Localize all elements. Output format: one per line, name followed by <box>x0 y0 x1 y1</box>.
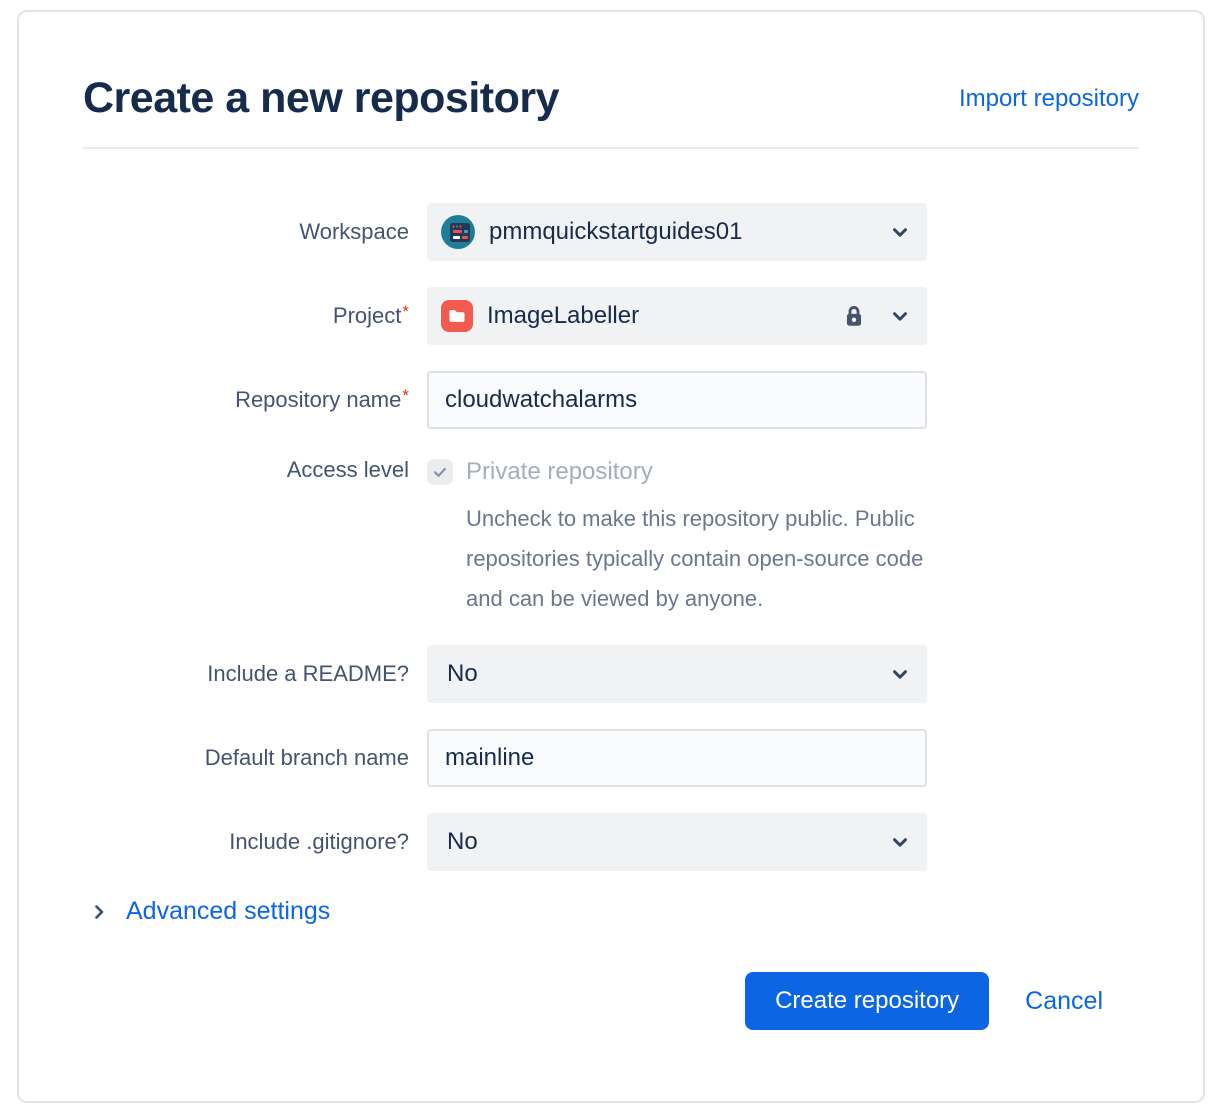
include-readme-row: Include a README? No <box>83 645 1139 703</box>
required-marker: * <box>402 302 409 321</box>
access-level-label: Access level <box>286 457 409 482</box>
advanced-settings-toggle[interactable]: Advanced settings <box>89 897 330 926</box>
workspace-avatar <box>441 215 475 249</box>
page-title: Create a new repository <box>83 74 560 122</box>
chevron-down-icon <box>889 221 911 243</box>
include-gitignore-row: Include .gitignore? No <box>83 813 1139 871</box>
project-row: Project* ImageLabeller <box>83 287 1139 345</box>
chevron-down-icon <box>889 305 911 327</box>
access-level-field: Private repository Uncheck to make this … <box>427 455 927 619</box>
import-repository-link[interactable]: Import repository <box>958 84 1139 112</box>
workspace-select[interactable]: pmmquickstartguides01 <box>427 203 927 261</box>
repository-name-label: Repository name* <box>235 386 409 412</box>
header-divider <box>83 147 1139 149</box>
workspace-row: Workspace pmmquickstartguides01 <box>83 203 1139 261</box>
default-branch-input[interactable] <box>427 729 927 787</box>
include-gitignore-label: Include .gitignore? <box>229 829 409 854</box>
repository-name-input[interactable] <box>427 371 927 429</box>
include-readme-value: No <box>447 660 478 687</box>
private-repository-label: Private repository <box>466 458 653 485</box>
check-icon <box>434 467 446 477</box>
project-label: Project* <box>332 302 409 328</box>
project-value: ImageLabeller <box>487 302 640 329</box>
private-repository-checkbox-line: Private repository <box>427 457 927 487</box>
private-repository-checkbox[interactable] <box>427 459 453 485</box>
chevron-right-icon <box>89 902 109 922</box>
access-level-help-text: Uncheck to make this repository public. … <box>466 506 924 611</box>
workspace-label: Workspace <box>299 219 409 244</box>
default-branch-row: Default branch name <box>83 729 1139 787</box>
include-gitignore-select[interactable]: No <box>427 813 927 871</box>
create-repository-button[interactable]: Create repository <box>745 972 990 1030</box>
include-gitignore-value: No <box>447 828 478 855</box>
access-level-row: Access level Private repository Uncheck … <box>83 455 1139 619</box>
cancel-button[interactable]: Cancel <box>1025 986 1103 1015</box>
lock-icon <box>841 303 867 329</box>
project-folder-icon <box>441 300 473 332</box>
dialog-header: Create a new repository Import repositor… <box>83 12 1139 123</box>
advanced-settings-link[interactable]: Advanced settings <box>126 897 331 925</box>
chevron-down-icon <box>889 663 911 685</box>
repository-name-row: Repository name* <box>83 371 1139 429</box>
required-marker: * <box>402 386 409 405</box>
include-readme-label: Include a README? <box>207 661 409 686</box>
project-select[interactable]: ImageLabeller <box>427 287 927 345</box>
create-repository-form: Workspace pmmquickstartguides01 <box>83 203 1139 1030</box>
workspace-value: pmmquickstartguides01 <box>489 218 743 245</box>
include-readme-select[interactable]: No <box>427 645 927 703</box>
create-repository-dialog: Create a new repository Import repositor… <box>17 10 1205 1103</box>
default-branch-label: Default branch name <box>204 745 409 770</box>
chevron-down-icon <box>889 831 911 853</box>
form-actions: Create repository Cancel <box>83 972 1139 1030</box>
